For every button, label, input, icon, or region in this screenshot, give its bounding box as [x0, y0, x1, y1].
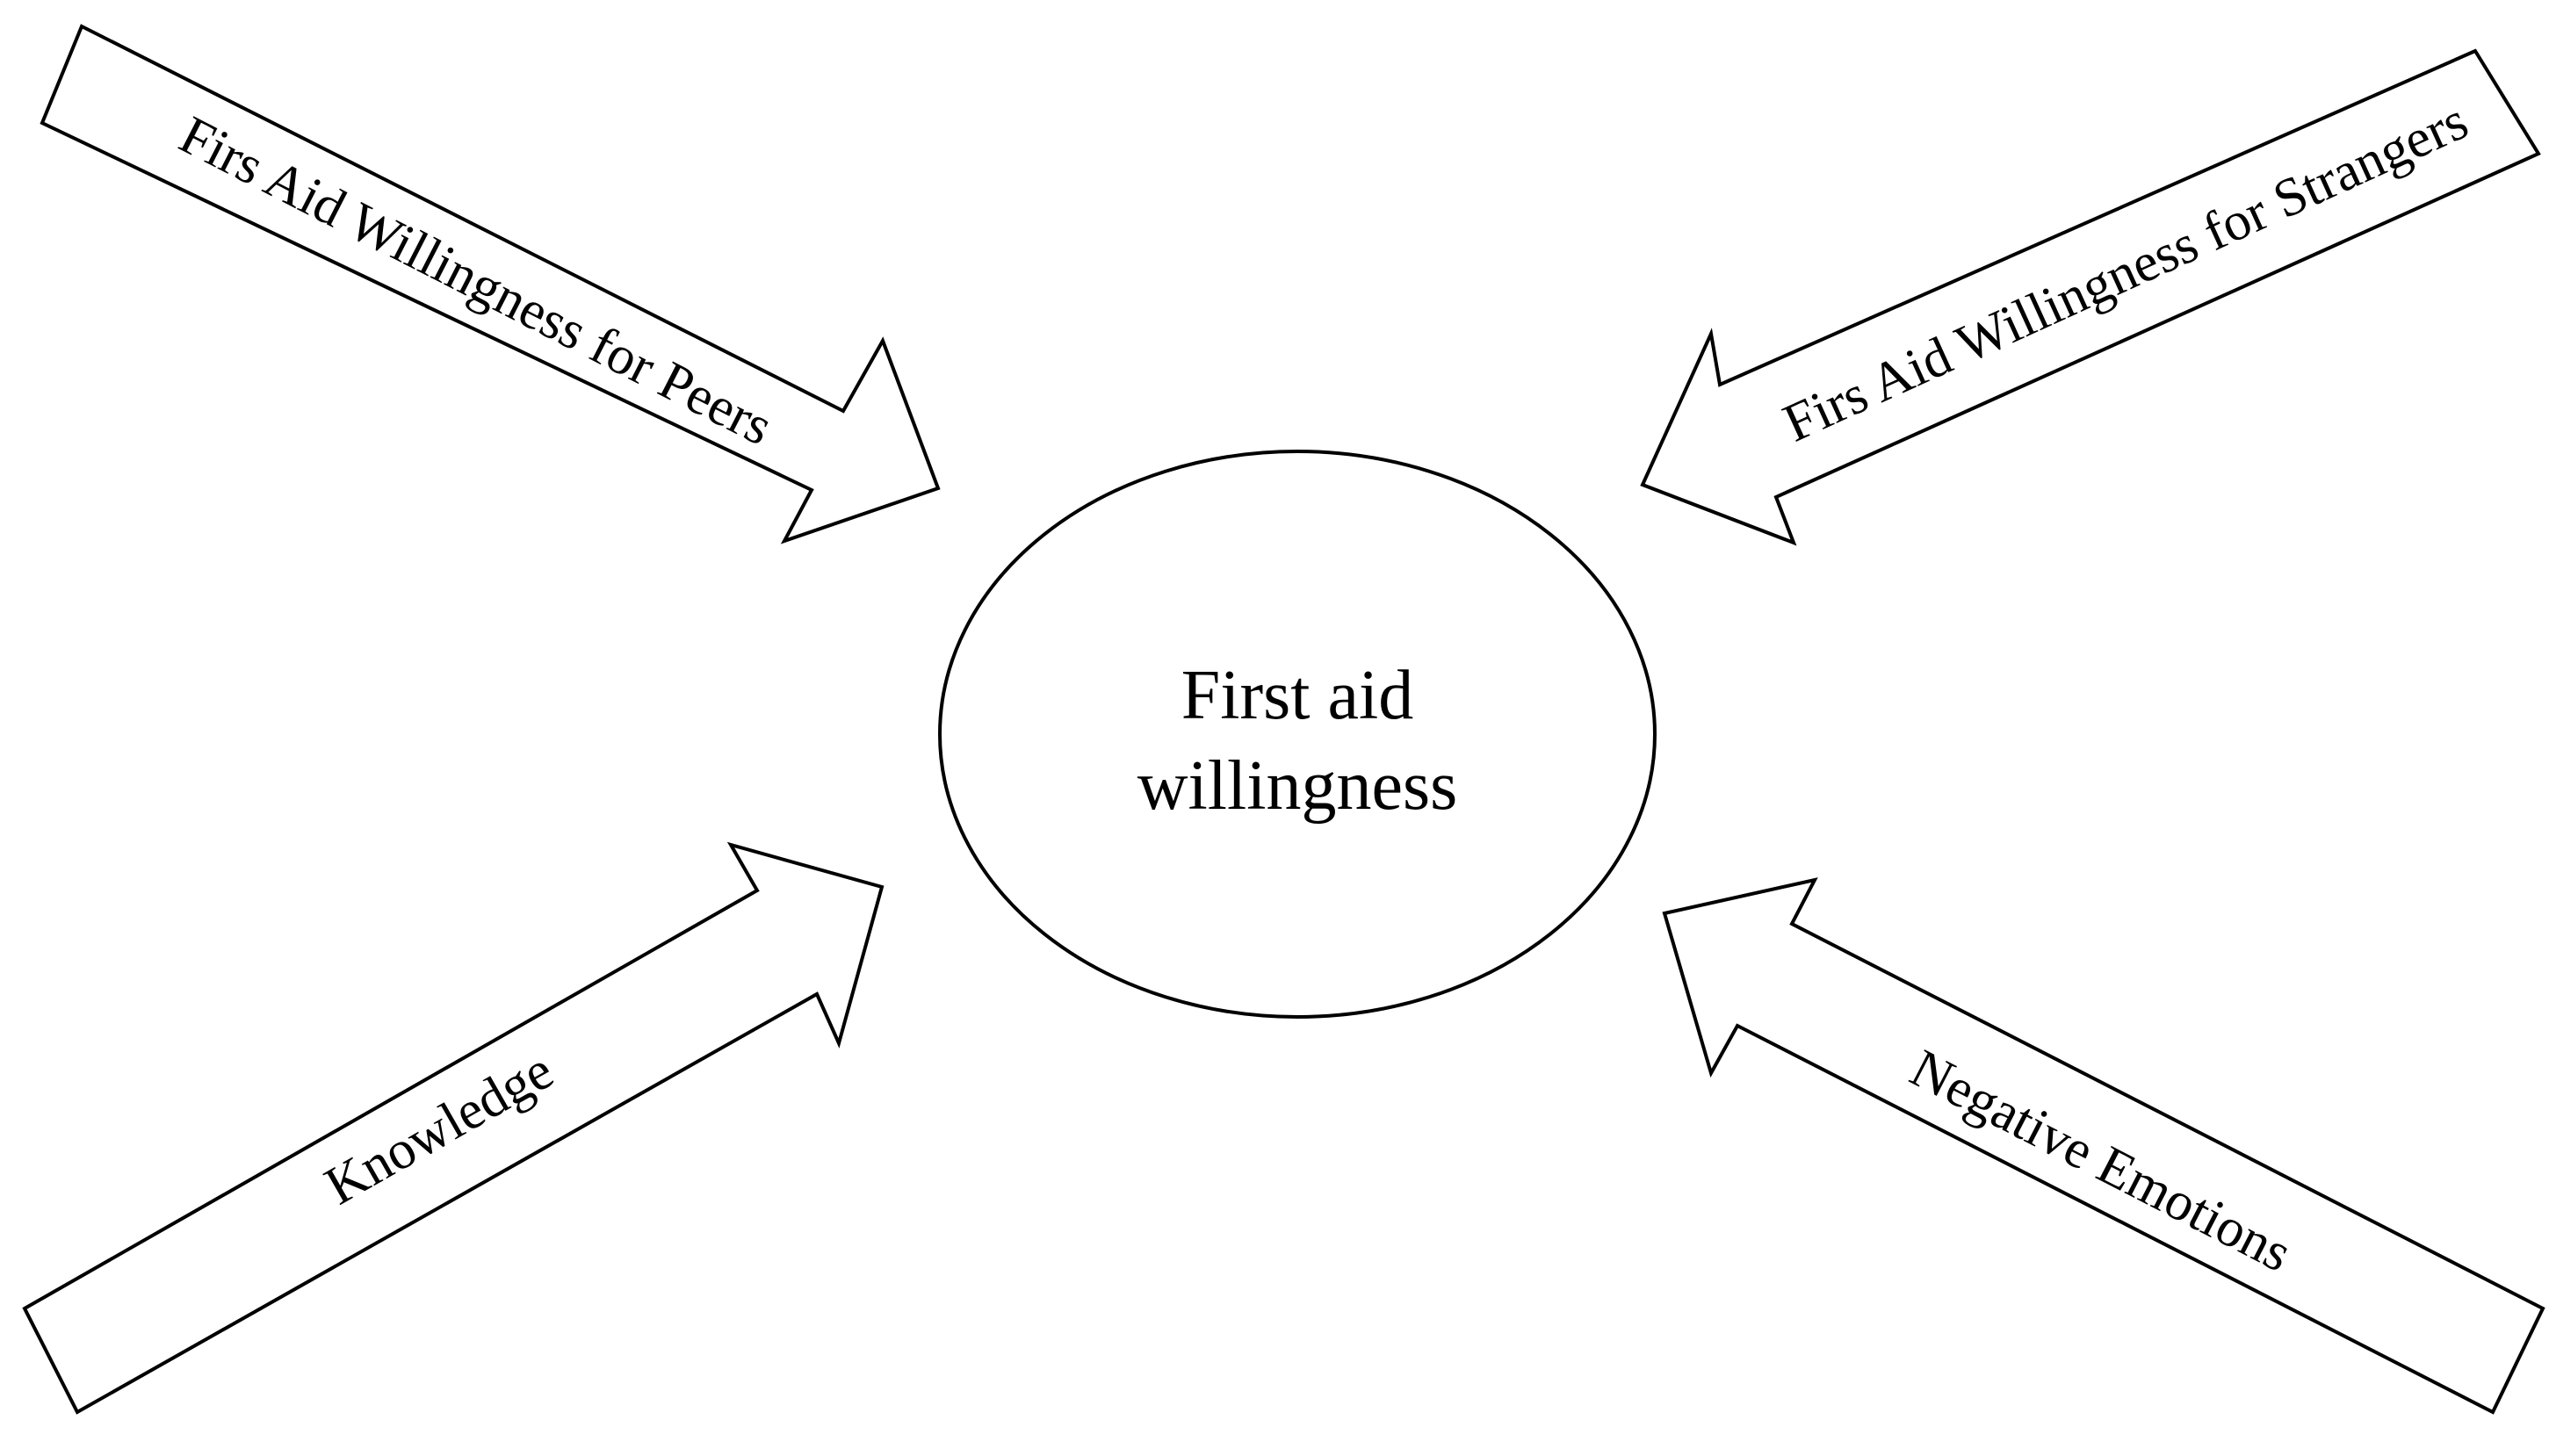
arrow-strangers-label: Firs Aid Willingness for Strangers: [1774, 90, 2476, 453]
arrow-peers-shape: [40, 24, 941, 544]
arrow-peers-label: Firs Aid Willingness for Peers: [170, 105, 782, 458]
center-title-line1: First aid: [1181, 657, 1413, 734]
center-ellipse: [938, 450, 1657, 1019]
arrow-negative-emotions-shape: [1662, 877, 2545, 1415]
arrow-strangers-shape: [1640, 48, 2541, 546]
arrow-strangers: Firs Aid Willingness for Strangers: [1640, 48, 2541, 546]
center-title-line2: willingness: [1137, 747, 1457, 825]
arrow-peers: Firs Aid Willingness for Peers: [40, 24, 941, 544]
arrow-knowledge: Knowledge: [22, 841, 885, 1415]
arrow-negative-emotions: Negative Emotions: [1662, 877, 2545, 1415]
center-node: First aid willingness: [938, 450, 1657, 1019]
arrow-knowledge-shape: [22, 841, 885, 1415]
